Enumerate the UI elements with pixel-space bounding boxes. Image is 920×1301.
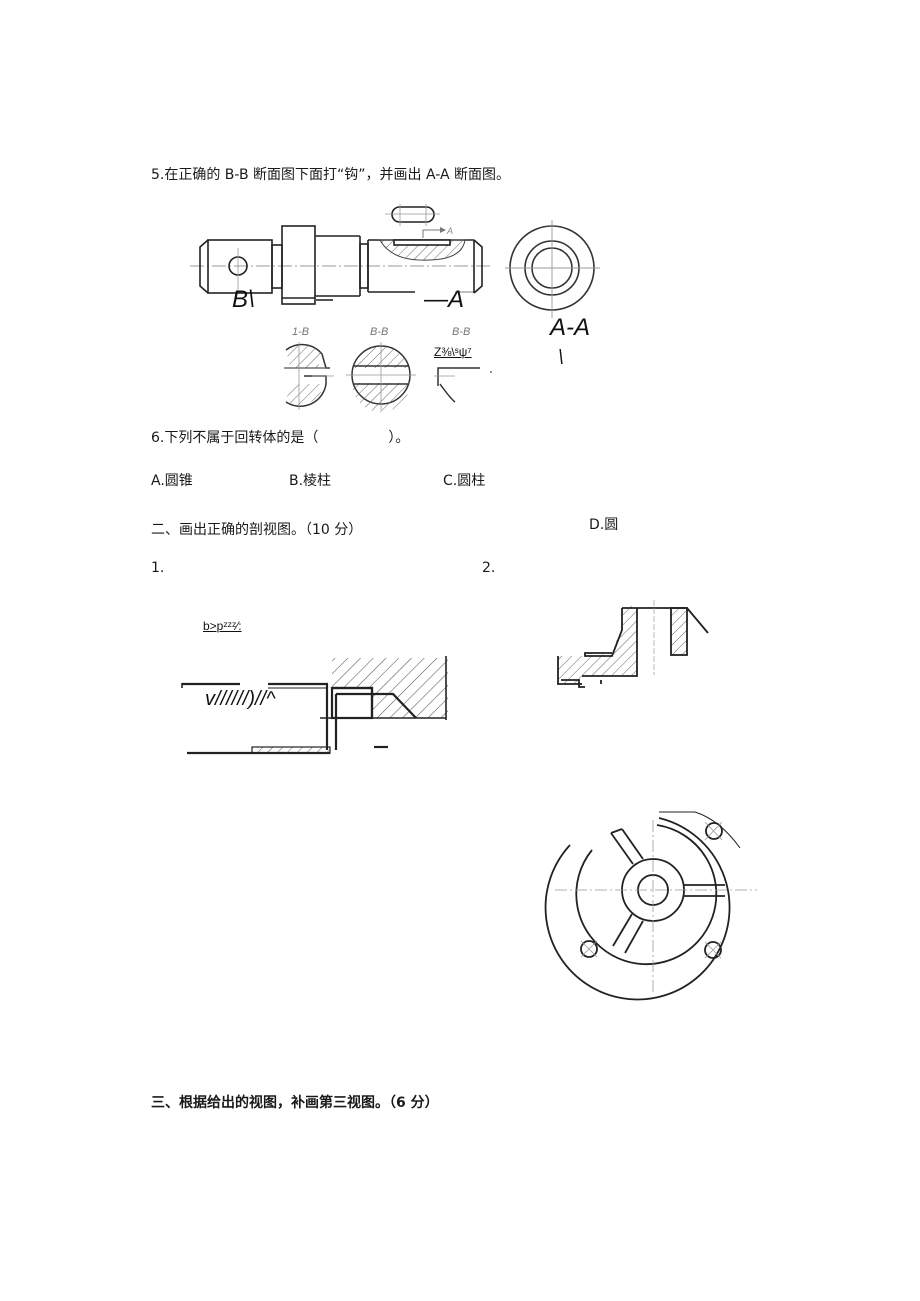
section-b-marker: B\ — [232, 286, 255, 313]
section-2-heading: 二、画出正确的剖视图。（10 分） — [151, 522, 363, 538]
option-d: D.圆 — [589, 517, 619, 533]
question-6-text: 6.下列不属于回转体的是（ ）。 — [151, 430, 410, 446]
aa-tick-mark: \ — [558, 347, 564, 369]
section-3-title: B-B — [452, 326, 471, 338]
section-2-title: B-B — [370, 326, 389, 338]
option-c: C.圆柱 — [443, 473, 486, 489]
section-1-title: 1-B — [292, 326, 310, 338]
option-b: B.棱柱 — [289, 473, 332, 489]
question-5-text: 5.在正确的 B-B 断面图下面打“钩”，并画出 A-A 断面图。 — [151, 167, 511, 183]
section-3-ocr-text: Z⅜\ˢψ⁷ — [434, 345, 472, 359]
option-a: A.圆锥 — [151, 473, 193, 489]
section-a-marker: —A — [424, 286, 465, 313]
section-2-item-1: 1. — [151, 560, 165, 576]
aa-section-title: A-A — [550, 314, 591, 341]
drawing-1-ocr-text: b>pᶻᶻᶻ⁄: — [203, 619, 242, 633]
drawing-1-ocr-label: v//////)//^ — [205, 688, 276, 710]
section-3-heading: 三、根据给出的视图，补画第三视图。（6 分） — [151, 1095, 439, 1111]
section-2-item-2: 2. — [482, 560, 496, 576]
svg-text:A: A — [446, 226, 453, 236]
